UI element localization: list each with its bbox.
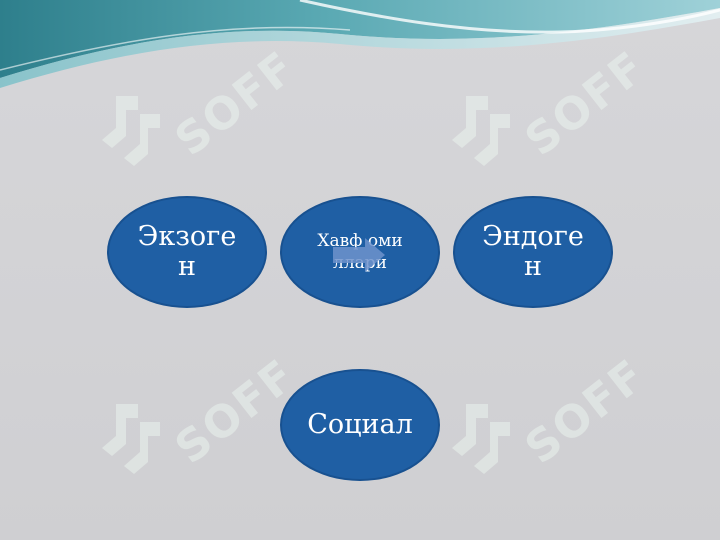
right-arrow-icon — [333, 238, 385, 272]
soff-logo-icon — [102, 404, 160, 474]
node-social: Социал — [280, 369, 440, 481]
node-social-label: Социал — [307, 409, 413, 440]
header-wave-decoration — [0, 0, 720, 88]
watermark-top-right: SOFF — [446, 42, 656, 192]
soff-logo-icon — [452, 404, 510, 474]
soff-logo-icon — [452, 96, 510, 166]
watermark-top-left: SOFF — [96, 42, 306, 192]
soff-logo-icon — [102, 96, 160, 166]
node-endogenous-label: Эндоген — [482, 221, 584, 282]
node-exogenous-label: Экзоген — [137, 221, 237, 282]
node-endogenous: Эндоген — [453, 196, 613, 308]
watermark-bottom-left: SOFF — [96, 350, 306, 500]
watermark-text: SOFF — [516, 349, 656, 475]
watermark-bottom-right: SOFF — [446, 350, 656, 500]
node-exogenous: Экзоген — [107, 196, 267, 308]
